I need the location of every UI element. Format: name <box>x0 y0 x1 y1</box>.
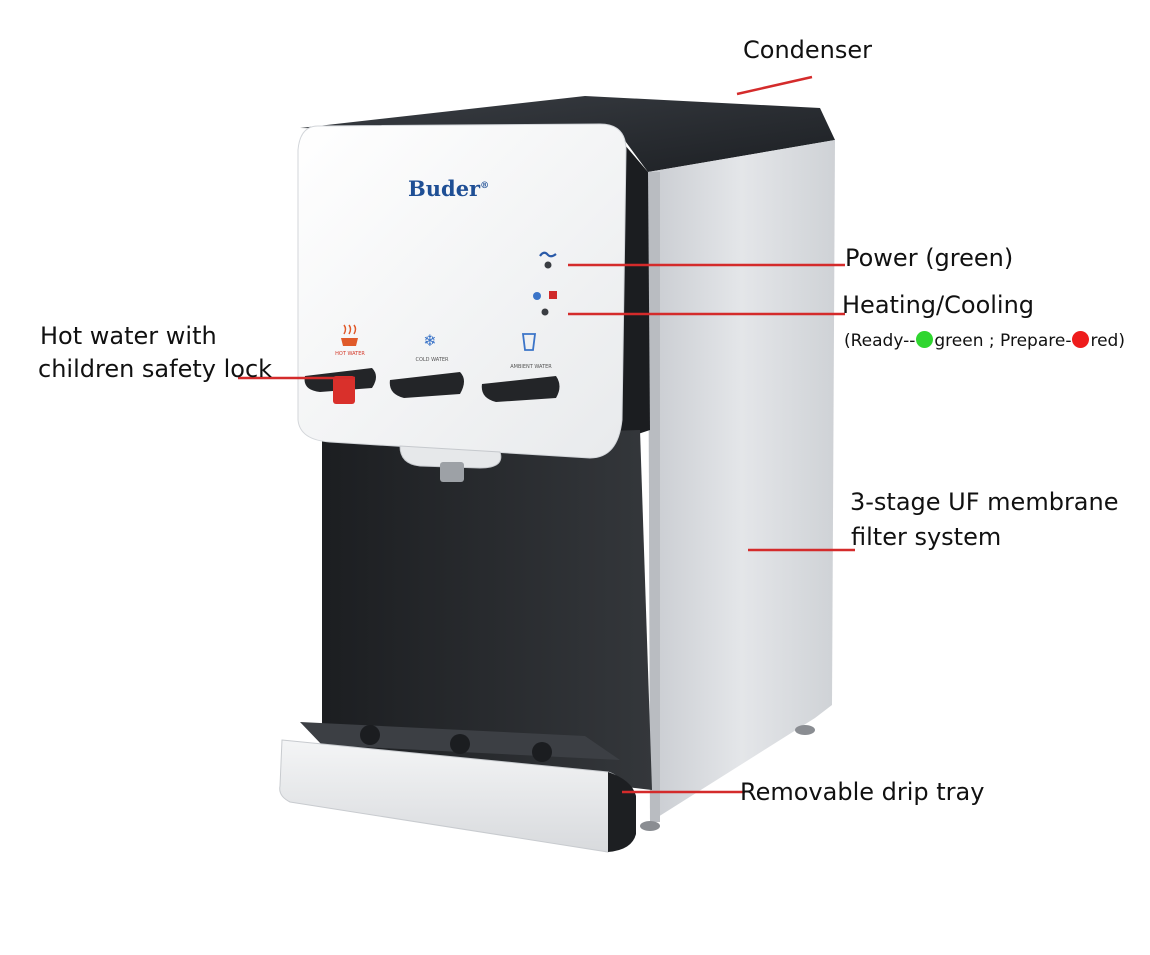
brand-logo: Buder® <box>408 170 489 205</box>
status-prepare-word: red) <box>1090 331 1125 351</box>
leader-condenser <box>736 75 813 96</box>
control-panel: ❄ <box>297 123 627 482</box>
callout-filter-line1: 3-stage UF membrane <box>850 488 1119 516</box>
svg-text:❄: ❄ <box>423 331 436 350</box>
callout-heating-cooling: Heating/Cooling <box>842 291 1035 319</box>
faucet-label-cold: COLD WATER <box>415 357 449 363</box>
callout-filter-line2: filter system <box>851 523 1002 551</box>
faucet-label-hot: HOT WATER <box>335 351 365 357</box>
callout-drip-tray: Removable drip tray <box>740 778 985 806</box>
callout-status-legend: (Ready-- green ; Prepare-red) <box>844 330 1125 352</box>
status-ready-word: green ; <box>934 331 1001 351</box>
brand-name: Buder <box>408 176 481 201</box>
brand-registered-mark: ® <box>480 181 490 191</box>
callout-hot-water-line2: children safety lock <box>38 355 273 383</box>
callout-power: Power (green) <box>845 244 1014 272</box>
callout-condenser: Condenser <box>743 36 872 64</box>
status-prepare-prefix: Prepare- <box>1000 331 1072 351</box>
faucet-handles <box>304 368 560 404</box>
drip-tray <box>279 722 636 853</box>
callout-hot-water-line1: Hot water with <box>40 322 217 350</box>
faucet-label-ambient: AMBIENT WATER <box>510 364 552 370</box>
prepare-red-dot <box>1072 331 1090 348</box>
status-ready-prefix: (Ready-- <box>844 331 916 351</box>
leader-lines <box>238 75 855 794</box>
ready-green-dot <box>916 331 934 348</box>
